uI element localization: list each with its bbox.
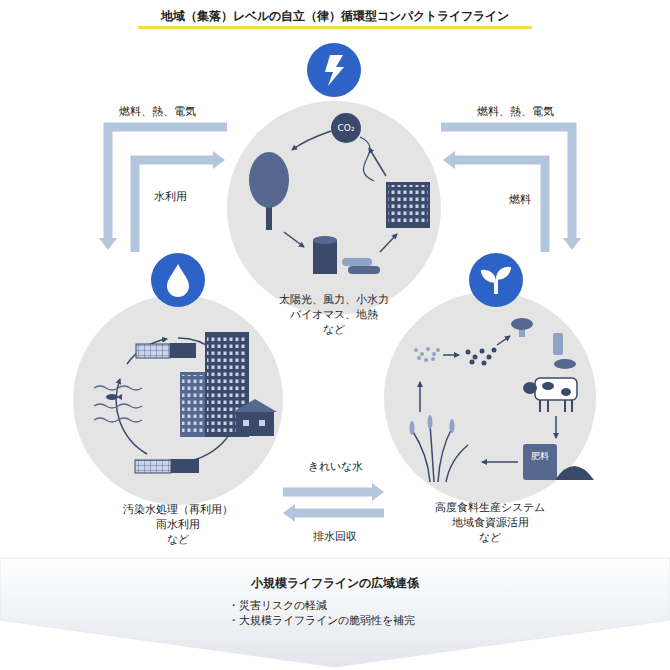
water-illustration — [136, 344, 170, 358]
water-illustration — [182, 375, 208, 435]
water-illustration — [170, 343, 196, 358]
food-illustration — [535, 378, 577, 400]
food-illustration — [523, 444, 557, 480]
icon-disc — [469, 253, 523, 307]
lifeline-circle: 太陽光、風力、小水力 バイオマス、地熱 など — [227, 42, 441, 340]
icon-disc — [151, 253, 205, 307]
summary-band: 小規模ライフラインの広域連係・災害リスクの軽減・大規模ライフラインの脆弱性を補完 — [0, 558, 670, 670]
node-caption: 汚染水処理（再利用） 雨水利用 など — [73, 502, 283, 547]
food-illustration — [542, 382, 554, 390]
food-illustration — [450, 419, 455, 433]
fertilizer-text: 肥料 — [531, 451, 549, 461]
icon-glyph — [482, 268, 510, 294]
flow-arrow — [135, 160, 213, 252]
food-illustration — [487, 355, 492, 360]
category-icon — [469, 253, 523, 307]
lifeline-circle: 汚染水処理（再利用） 雨水利用 など — [73, 252, 283, 550]
flow-arrow — [283, 488, 372, 497]
energy-illustration — [331, 113, 361, 143]
flow-label: 燃料 — [507, 193, 533, 207]
food-illustration — [555, 416, 557, 438]
water-illustration — [136, 344, 170, 358]
icon-disc — [307, 43, 361, 97]
food-illustration — [492, 348, 497, 353]
node-caption: 高度食料生産システム 地域食資源活用 など — [384, 500, 596, 545]
food-illustration — [443, 354, 459, 356]
node-caption: 太陽光、風力、小水力 バイオマス、地熱 など — [227, 292, 441, 337]
category-icon — [307, 43, 361, 97]
energy-illustration — [342, 258, 372, 266]
food-illustration — [554, 359, 576, 369]
food-illustration — [410, 421, 415, 435]
water-illustration — [236, 412, 274, 436]
food-illustration — [480, 349, 485, 354]
energy-illustration — [386, 182, 430, 228]
icon-glyph — [167, 264, 189, 297]
food-illustration — [561, 388, 571, 396]
food-illustration — [473, 355, 478, 360]
bullet-item: ・大規模ライフラインの脆弱性を補完 — [228, 613, 415, 628]
food-illustration — [414, 348, 418, 352]
food-illustration — [553, 333, 563, 355]
chevron-band — [0, 558, 670, 667]
category-icon — [151, 253, 205, 307]
flow-label: 燃料、熱、電気 — [475, 105, 556, 119]
food-illustration — [511, 318, 533, 330]
icon-glyph — [325, 55, 344, 86]
circle-ground — [227, 101, 441, 315]
title-underline — [138, 26, 532, 29]
flow-arrow — [108, 127, 227, 238]
energy-illustration — [249, 152, 289, 208]
energy-illustration — [313, 240, 337, 274]
flow-label: 水利用 — [152, 190, 189, 204]
food-illustration — [466, 350, 471, 355]
water-illustration — [259, 420, 265, 426]
food-illustration — [428, 415, 433, 429]
co2-badge-text: CO₂ — [338, 123, 355, 133]
energy-illustration — [388, 185, 428, 225]
diagram-title: 地域（集落）レベルの自立（律）循環型コンパクトライフライン — [0, 8, 670, 24]
energy-illustration — [313, 236, 337, 244]
food-illustration — [436, 348, 440, 352]
water-illustration — [171, 459, 199, 473]
food-illustration — [482, 461, 518, 463]
flow-label: きれいな水 — [306, 460, 365, 474]
circle-ground — [73, 295, 283, 505]
food-illustration — [431, 357, 435, 361]
food-illustration — [482, 361, 487, 366]
flow-label: 排水回収 — [311, 530, 359, 544]
lifeline-circle: 高度食料生産システム 地域食資源活用 など — [384, 252, 596, 548]
circle-ground — [384, 292, 596, 504]
food-illustration — [419, 382, 421, 412]
flow-arrow — [295, 509, 384, 518]
water-illustration — [243, 420, 249, 426]
flow-label: 燃料、熱、電気 — [117, 105, 198, 119]
bullet-item: ・災害リスクの軽減 — [228, 598, 327, 613]
energy-illustration — [348, 266, 380, 274]
food-illustration — [470, 360, 475, 365]
water-illustration — [106, 394, 118, 400]
food-illustration — [432, 352, 436, 356]
flow-arrow — [441, 127, 572, 238]
food-illustration — [523, 382, 537, 394]
food-illustration — [417, 356, 421, 360]
band-heading: 小規模ライフラインの広域連係 — [0, 576, 670, 591]
food-illustration — [426, 347, 430, 351]
water-illustration — [135, 460, 171, 473]
food-illustration — [420, 352, 424, 356]
flow-arrow — [455, 160, 545, 252]
water-illustration — [135, 460, 171, 473]
food-illustration — [424, 358, 428, 362]
